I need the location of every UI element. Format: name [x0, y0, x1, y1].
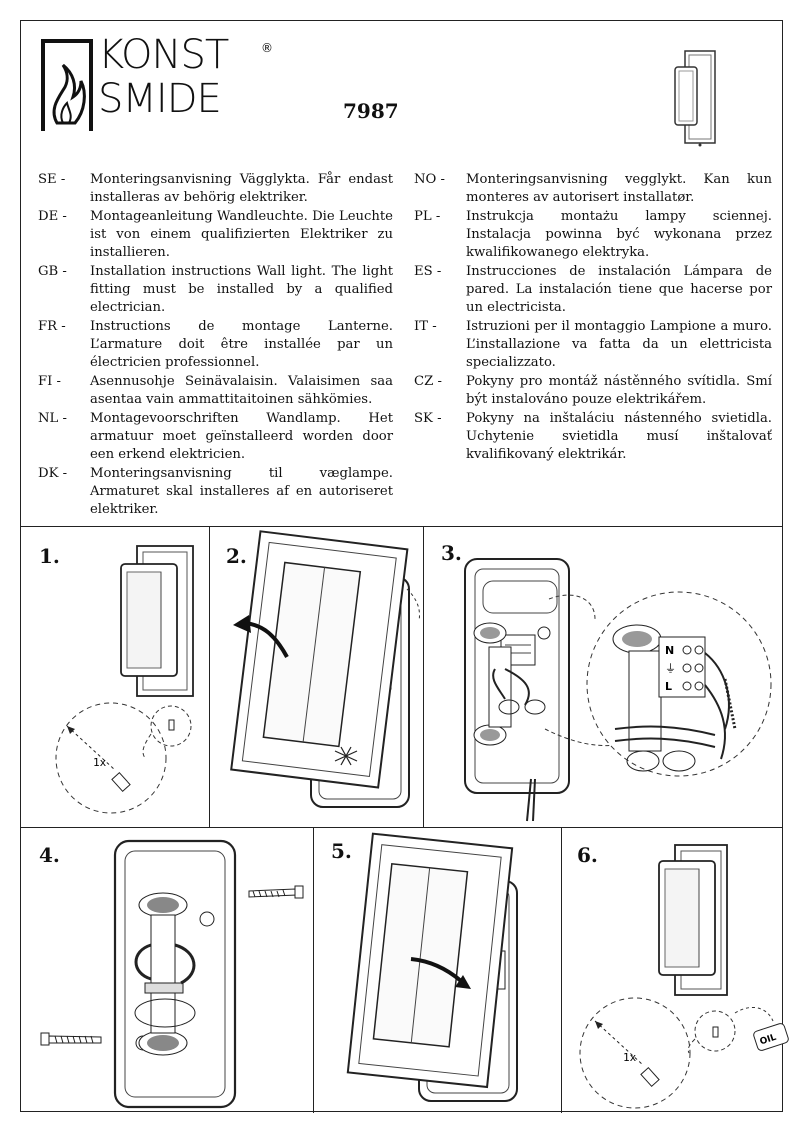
instruction-no: NO -Monteringsanvisning vegglykt. Kan ku… [414, 172, 772, 205]
step-6-number: 6. [577, 843, 598, 867]
divider-step-2-3 [423, 526, 424, 827]
step-1-callout-label: 1x [93, 756, 107, 769]
konstsmide-flame-logo-icon [41, 39, 93, 131]
instruction-se: SE -Monteringsanvisning Vägglykta. Får e… [38, 172, 393, 205]
instruction-fi: FI -Asennusohje Seinävalaisin. Valaisime… [38, 374, 393, 407]
divider-step-4-5 [313, 827, 314, 1113]
step-4-screw-bottom-left [40, 1032, 102, 1046]
step-4-number: 4. [39, 843, 60, 867]
brand-name: KONST SMIDE [98, 32, 229, 122]
step-6-callout-label: 1x [623, 1051, 637, 1064]
instruction-sheet: KONST SMIDE ® 7987 SE -Monteringsanvisni… [20, 20, 789, 1113]
brand-line-2: SMIDE [98, 76, 222, 122]
divider-step-5-6 [561, 827, 562, 1113]
terminal-label-earth: ⏚ [665, 662, 676, 675]
step-6-illustration: 1x OIL [579, 844, 789, 1109]
instruction-fr: FR -Instructions de montage Lanterne. L’… [38, 319, 393, 370]
instructions-column-left: SE -Monteringsanvisning Vägglykta. Får e… [38, 171, 393, 520]
model-number: 7987 [343, 99, 399, 123]
instructions-column-right: NO -Monteringsanvisning vegglykt. Kan ku… [414, 171, 772, 465]
step-3-number: 3. [441, 541, 462, 565]
divider-text-steps [21, 526, 782, 527]
step-3-illustration: N ⏚ L [464, 558, 772, 822]
oil-label: OIL [759, 1033, 778, 1048]
terminal-label-l: L [665, 680, 672, 693]
step-4-screw-top-right [248, 885, 304, 899]
instruction-nl: NL -Montagevoorschriften Wandlamp. Het a… [38, 411, 393, 462]
divider-step-1-2 [209, 526, 210, 827]
instruction-de: DE -Montageanleitung Wandleuchte. Die Le… [38, 209, 393, 260]
instruction-cz: CZ -Pokyny pro montáž nástěnného svítidl… [414, 374, 772, 407]
step-1-illustration: 1x [55, 545, 194, 814]
instruction-gb: GB -Installation instructions Wall light… [38, 264, 393, 315]
step-5-number: 5. [331, 839, 352, 863]
oil-can-icon: OIL [753, 1023, 789, 1051]
step-4-illustration [40, 839, 304, 1109]
instruction-pl: PL -Instrukcja montażu lampy sciennej. I… [414, 209, 772, 260]
instruction-it: IT -Istruzioni per il montaggio Lampione… [414, 319, 772, 370]
divider-steps-rows [21, 827, 782, 828]
product-thumbnail-illustration [674, 50, 716, 147]
instruction-sk: SK -Pokyny na inštaláciu nástenného svie… [414, 411, 772, 462]
step-1-number: 1. [39, 544, 60, 568]
step-2-number: 2. [226, 544, 247, 568]
terminal-label-n: N [665, 644, 674, 657]
step-2-illustration [230, 530, 420, 808]
instruction-dk: DK -Monteringsanvisning til væglampe. Ar… [38, 466, 393, 517]
registered-mark: ® [261, 41, 273, 55]
brand-line-1: KONST [98, 32, 229, 78]
step-5-illustration [346, 832, 518, 1102]
instruction-es: ES -Instrucciones de instalación Lámpara… [414, 264, 772, 315]
